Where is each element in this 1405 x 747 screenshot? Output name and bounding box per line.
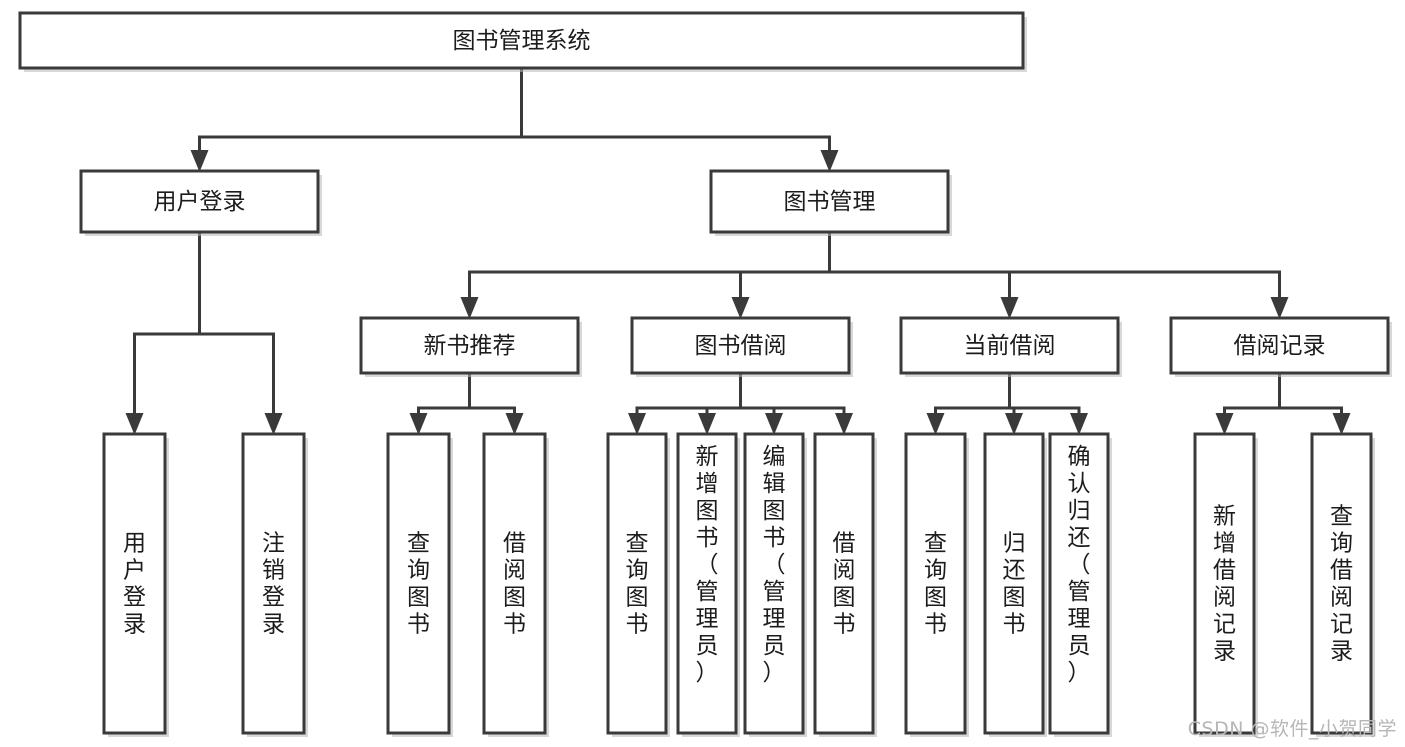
node-box[interactable] xyxy=(359,316,580,375)
node-leaf-query-book-current[interactable]: 查询图书 xyxy=(904,432,969,737)
edge-arrowhead xyxy=(264,413,283,435)
node-label: 图书管理系统 xyxy=(453,28,591,54)
node-leaf-borrow-book[interactable]: 借阅图书 xyxy=(813,432,877,737)
node-box[interactable] xyxy=(18,11,1025,70)
edge-group-user-login xyxy=(125,230,283,435)
node-label: 查询图书 xyxy=(924,531,947,638)
node-box[interactable] xyxy=(1048,432,1110,735)
node-label: 用户登录 xyxy=(123,531,146,638)
edge-arrowhead xyxy=(1270,297,1289,319)
node-box[interactable] xyxy=(743,432,805,735)
edge-group-new-book-recommend xyxy=(409,371,524,435)
edge-arrowhead xyxy=(1000,297,1019,319)
node-leaf-add-book[interactable]: 新增图书（管理员） xyxy=(676,432,740,737)
node-label: 查询借阅记录 xyxy=(1330,504,1353,665)
node-leaf-user-logout[interactable]: 注销登录 xyxy=(241,432,308,737)
edge-group-book-manage xyxy=(460,230,1289,319)
nodes-layer: 图书管理系统用户登录图书管理新书推荐图书借阅当前借阅借阅记录用户登录注销登录查询… xyxy=(18,11,1392,737)
node-label: 借阅图书 xyxy=(503,531,526,638)
node-leaf-query-book-rec[interactable]: 查询图书 xyxy=(386,432,453,737)
node-label: 注销登录 xyxy=(262,531,285,638)
node-new-book-recommend[interactable]: 新书推荐 xyxy=(359,316,582,377)
node-box[interactable] xyxy=(1169,316,1390,375)
node-label: 图书管理 xyxy=(784,189,876,215)
node-user-login[interactable]: 用户登录 xyxy=(79,169,322,236)
node-leaf-borrow-book-rec[interactable]: 借阅图书 xyxy=(482,432,549,737)
edge-arrowhead xyxy=(731,297,750,319)
edge-arrowhead xyxy=(698,413,716,435)
node-leaf-add-record[interactable]: 新增借阅记录 xyxy=(1193,432,1258,737)
node-label: 确认归还（管理员） xyxy=(1068,444,1091,686)
watermark-label: CSDN @软件_小贺同学 xyxy=(1187,718,1397,740)
edge-arrowhead xyxy=(820,150,839,172)
edge-arrowhead xyxy=(505,413,524,435)
node-box[interactable] xyxy=(386,432,451,735)
node-current-borrow[interactable]: 当前借阅 xyxy=(899,316,1122,377)
node-box[interactable] xyxy=(606,432,668,735)
node-label: 当前借阅 xyxy=(964,333,1056,359)
node-box[interactable] xyxy=(813,432,875,735)
node-box[interactable] xyxy=(983,432,1045,735)
edge-arrowhead xyxy=(765,413,783,435)
node-box[interactable] xyxy=(904,432,967,735)
node-leaf-confirm-return[interactable]: 确认归还（管理员） xyxy=(1048,432,1112,737)
node-leaf-user-login[interactable]: 用户登录 xyxy=(102,432,169,737)
node-label: 归还图书 xyxy=(1003,531,1026,638)
edge-arrowhead xyxy=(190,150,209,172)
node-book-manage[interactable]: 图书管理 xyxy=(709,169,952,236)
edge-group-root xyxy=(190,66,839,172)
edge-arrowhead xyxy=(1005,413,1023,435)
edge-group-current-borrow xyxy=(926,371,1088,435)
node-book-borrow[interactable]: 图书借阅 xyxy=(630,316,853,377)
node-box[interactable] xyxy=(899,316,1120,375)
node-label: 查询图书 xyxy=(626,531,649,638)
node-label: 查询图书 xyxy=(407,531,430,638)
node-box[interactable] xyxy=(102,432,167,735)
node-box[interactable] xyxy=(482,432,547,735)
node-leaf-edit-book[interactable]: 编辑图书（管理员） xyxy=(743,432,807,737)
node-box[interactable] xyxy=(709,169,950,234)
edge-arrowhead xyxy=(460,297,479,319)
edge-arrowhead xyxy=(926,413,945,435)
edge-arrowhead xyxy=(409,413,428,435)
edge-arrowhead xyxy=(1215,413,1234,435)
edge-arrowhead xyxy=(1332,413,1351,435)
node-box[interactable] xyxy=(1193,432,1256,735)
edge-arrowhead xyxy=(125,413,144,435)
node-root[interactable]: 图书管理系统 xyxy=(18,11,1027,72)
node-label: 借阅记录 xyxy=(1234,333,1326,359)
edge-arrowhead xyxy=(1070,413,1088,435)
node-label: 图书借阅 xyxy=(695,333,787,359)
edge-arrowhead xyxy=(628,413,646,435)
edge-arrowhead xyxy=(835,413,853,435)
node-box[interactable] xyxy=(241,432,306,735)
node-label: 新增借阅记录 xyxy=(1213,504,1236,665)
node-label: 新增图书（管理员） xyxy=(696,444,719,686)
node-leaf-return-book[interactable]: 归还图书 xyxy=(983,432,1047,737)
node-label: 新书推荐 xyxy=(424,333,516,359)
node-leaf-query-book-borrow[interactable]: 查询图书 xyxy=(606,432,670,737)
node-box[interactable] xyxy=(630,316,851,375)
node-label: 借阅图书 xyxy=(833,531,856,638)
node-leaf-query-record[interactable]: 查询借阅记录 xyxy=(1310,432,1375,737)
node-box[interactable] xyxy=(676,432,738,735)
node-label: 用户登录 xyxy=(154,189,246,215)
edge-group-borrow-record xyxy=(1215,371,1351,435)
edge-group-book-borrow xyxy=(628,371,853,435)
node-box[interactable] xyxy=(79,169,320,234)
node-box[interactable] xyxy=(1310,432,1373,735)
node-label: 编辑图书（管理员） xyxy=(763,444,786,686)
edges-layer xyxy=(125,66,1351,435)
node-borrow-record[interactable]: 借阅记录 xyxy=(1169,316,1392,377)
